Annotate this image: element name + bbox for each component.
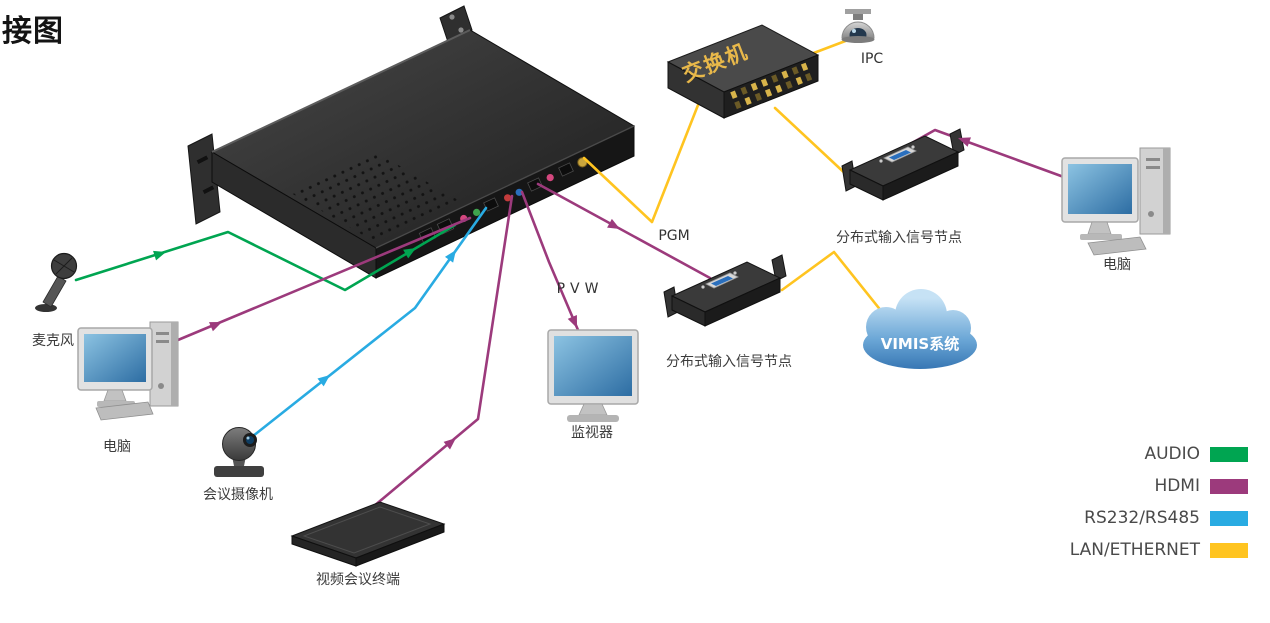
ipc-label: IPC bbox=[860, 51, 884, 67]
hdmi-line-pc-left bbox=[152, 216, 472, 352]
lan-line-node-cloud bbox=[780, 250, 892, 324]
monitor-label: 监视器 bbox=[571, 425, 613, 441]
legend-row-hdmi: HDMI bbox=[1154, 476, 1248, 496]
pgm-label: PGM bbox=[658, 228, 690, 244]
legend-label-rs232: RS232/RS485 bbox=[1084, 508, 1200, 528]
node-top-label: 分布式输入信号节点 bbox=[836, 230, 962, 246]
switch-ports bbox=[730, 62, 813, 110]
video-conference-terminal bbox=[290, 501, 446, 567]
legend-row-rs232: RS232/RS485 bbox=[1084, 508, 1248, 528]
legend-swatch-rs232 bbox=[1210, 510, 1248, 526]
node-mid-label: 分布式输入信号节点 bbox=[666, 354, 792, 370]
legend-swatch-hdmi bbox=[1210, 478, 1248, 494]
lan-line-switch-node bbox=[773, 106, 852, 180]
legend-row-audio: AUDIO bbox=[1144, 444, 1248, 464]
rs232-line-camera bbox=[246, 206, 488, 442]
conference-camera bbox=[214, 427, 264, 477]
hdmi-line-pvw bbox=[520, 190, 580, 332]
legend-label-lan: LAN/ETHERNET bbox=[1069, 540, 1200, 560]
vent-grille bbox=[291, 152, 458, 241]
rear-ports bbox=[418, 157, 588, 244]
camera-label: 会议摄像机 bbox=[203, 487, 273, 503]
network-switch: 交换机 bbox=[666, 24, 820, 119]
legend-swatch-lan bbox=[1210, 542, 1248, 558]
pc-right-label: 电脑 bbox=[1103, 257, 1131, 273]
terminal-label: 视频会议终端 bbox=[316, 572, 400, 588]
legend-swatch-audio bbox=[1210, 446, 1248, 462]
microphone bbox=[35, 252, 78, 312]
legend-label-audio: AUDIO bbox=[1144, 444, 1200, 464]
page-title: 接图 bbox=[2, 14, 64, 49]
distributed-node-mid bbox=[663, 254, 787, 327]
distributed-node-top bbox=[841, 128, 965, 201]
lan-line-device-switch bbox=[582, 98, 702, 224]
pvw-monitor bbox=[547, 329, 639, 422]
legend-label-hdmi: HDMI bbox=[1154, 476, 1200, 496]
matrix-switcher-device bbox=[187, 5, 636, 279]
audio-line bbox=[74, 223, 457, 292]
legend-row-lan: LAN/ETHERNET bbox=[1070, 540, 1248, 560]
mic-label: 麦克风 bbox=[32, 333, 74, 349]
hdmi-line-terminal bbox=[372, 194, 514, 508]
connection-lines bbox=[74, 38, 1074, 508]
ipc-camera bbox=[841, 9, 875, 43]
hdmi-line-pgm bbox=[536, 182, 712, 280]
computer-right bbox=[1061, 147, 1171, 256]
pvw-label: PVW bbox=[556, 281, 604, 297]
computer-left bbox=[77, 321, 179, 421]
legend: AUDIO HDMI RS232/RS485 LAN/ETHERNET bbox=[1070, 444, 1248, 560]
cloud-label: VIMIS系统 bbox=[881, 335, 960, 353]
pc-left-label: 电脑 bbox=[103, 439, 131, 455]
arrowheads bbox=[153, 137, 971, 450]
vimis-cloud: VIMIS系统 bbox=[863, 289, 977, 369]
